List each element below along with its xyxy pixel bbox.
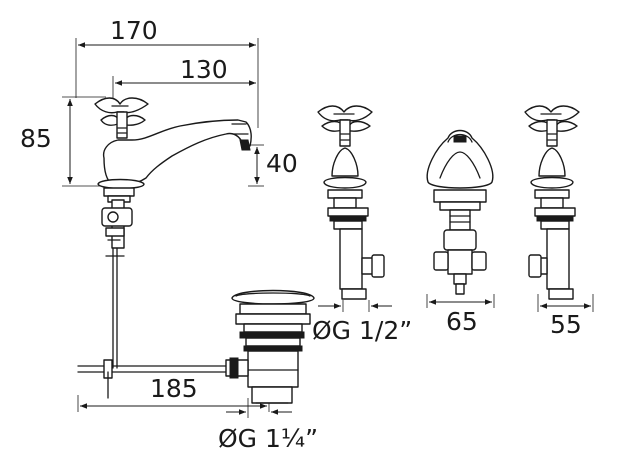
pillar-valve-left [317,105,385,300]
dimension-lines [62,38,594,418]
dim-spout-tail: 65 [446,307,478,336]
spout-assembly [426,129,494,295]
dim-waste-reach: 185 [150,374,198,403]
dim-pillar-base: 55 [550,310,582,339]
dim-waste-thread: ØG 1¼” [218,424,319,453]
dim-pillar-thread: ØG 1/2” [312,316,413,345]
basin-mixer [77,97,252,399]
popup-waste [225,289,315,404]
dim-height: 85 [20,124,52,153]
dim-spout-reach: 130 [180,55,228,84]
dim-overall-length: 170 [110,16,158,45]
dim-spout-height: 40 [266,149,298,178]
pillar-valve-right [524,105,580,300]
